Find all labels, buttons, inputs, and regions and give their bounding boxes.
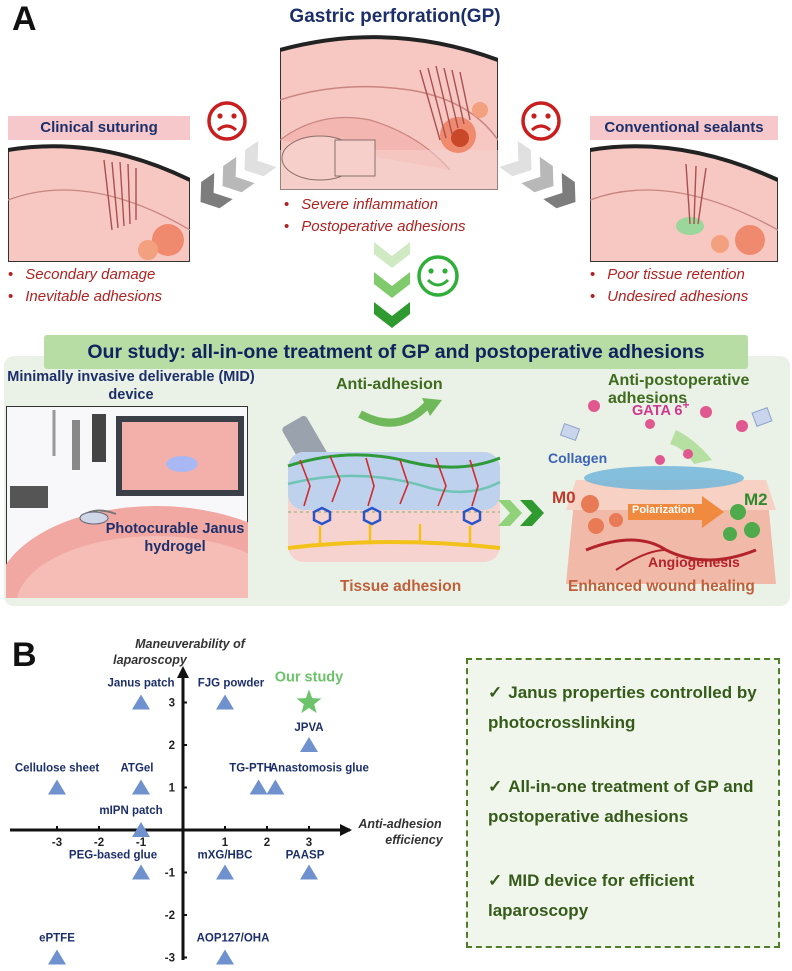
- sealant-bullets: Poor tissue retention Undesired adhesion…: [590, 264, 748, 308]
- data-point-marker: [132, 864, 150, 880]
- our-study-star-icon: [296, 689, 322, 713]
- gp-bullet: Postoperative adhesions: [284, 216, 465, 238]
- check-icon: ✓: [488, 871, 503, 890]
- scatter-chart: Maneuverability of laparoscopyAnti-adhesi…: [10, 637, 444, 965]
- gata-label: GATA 6+: [632, 398, 690, 419]
- data-point-marker: [300, 864, 318, 880]
- y-tick-label: 3: [169, 698, 175, 710]
- suturing-illustration: [8, 140, 190, 262]
- wound-healing-label: Enhanced wound healing: [568, 578, 755, 595]
- x-axis-title: Anti-adhesion: [357, 817, 442, 831]
- features-box: ✓Janus properties controlled by photocro…: [466, 658, 780, 948]
- data-point-label: PEG-based glue: [69, 850, 157, 862]
- x-tick-label: -1: [136, 837, 147, 849]
- panel-a-label: A: [12, 0, 37, 38]
- data-point-label: Janus patch: [107, 678, 174, 690]
- data-point-label: mIPN patch: [99, 805, 162, 817]
- gp-bullets: Severe inflammation Postoperative adhesi…: [284, 194, 466, 238]
- data-point-label: FJG powder: [198, 678, 265, 690]
- gata-text: GATA 6: [632, 402, 683, 419]
- data-point-label: JPVA: [294, 722, 323, 734]
- feature-item: ✓Janus properties controlled by photocro…: [488, 678, 768, 738]
- x-axis-arrow: [340, 824, 352, 836]
- data-point-label: AOP127/OHA: [197, 933, 270, 945]
- our-study-label: Our study: [275, 670, 343, 686]
- happy-face-icon: [417, 255, 459, 297]
- data-point-marker: [132, 694, 150, 710]
- conventional-sealants-title: Conventional sealants: [590, 116, 778, 140]
- angiogenesis-label: Angiogenesis: [648, 554, 740, 570]
- sad-face-icon: [521, 101, 561, 141]
- panel-b-label: B: [12, 636, 37, 674]
- x-tick-label: 2: [264, 837, 270, 849]
- tissue-adhesion-label: Tissue adhesion: [340, 578, 462, 595]
- suturing-bullet: Secondary damage: [8, 264, 162, 286]
- y-tick-label: 1: [169, 783, 176, 795]
- y-axis-arrow: [177, 666, 189, 678]
- data-point-marker: [216, 694, 234, 710]
- data-point-marker: [48, 949, 66, 965]
- gp-illustration: [280, 30, 498, 190]
- y-axis-title: Maneuverability of: [135, 637, 247, 651]
- y-tick-label: -1: [165, 868, 176, 880]
- collagen-label: Collagen: [548, 450, 608, 466]
- data-point-marker: [249, 779, 268, 795]
- feature-text: MID device for efficient laparoscopy: [488, 871, 695, 920]
- mid-device-title: Minimally invasive deliverable (MID) dev…: [7, 369, 255, 403]
- sealant-bullet: Poor tissue retention: [590, 264, 748, 286]
- feature-item: ✓All-in-one treatment of GP and postoper…: [488, 772, 768, 832]
- hydrogel-layer-diagram: [282, 398, 501, 562]
- clinical-suturing-title: Clinical suturing: [8, 116, 190, 140]
- data-point-label: Anastomosis glue: [270, 763, 369, 775]
- y-axis-title: laparoscopy: [113, 653, 188, 667]
- chevron-left-icon: [200, 140, 276, 209]
- gp-bullet: Severe inflammation: [284, 194, 466, 216]
- data-point-marker: [216, 949, 234, 965]
- data-point-label: Cellulose sheet: [15, 763, 100, 775]
- data-point-label: TG-PTH: [229, 763, 272, 775]
- m2-label: M2: [744, 490, 768, 509]
- feature-item: ✓MID device for efficient laparoscopy: [488, 866, 768, 926]
- x-tick-label: 3: [306, 837, 312, 849]
- data-point-marker: [132, 822, 150, 837]
- data-point-label: mXG/HBC: [198, 850, 253, 862]
- study-banner: Our study: all-in-one treatment of GP an…: [44, 335, 748, 369]
- sealant-bullet: Undesired adhesions: [590, 286, 748, 308]
- data-point-marker: [48, 779, 66, 795]
- x-tick-label: 1: [222, 837, 229, 849]
- feature-text: Janus properties controlled by photocros…: [488, 683, 757, 732]
- gp-title: Gastric perforation(GP): [289, 6, 501, 27]
- anti-postop-label: Anti-postoperative adhesions: [608, 372, 750, 407]
- chevron-right-icon: [498, 500, 544, 526]
- data-point-label: ePTFE: [39, 933, 75, 945]
- data-point-marker: [300, 737, 318, 752]
- data-point-marker: [266, 779, 285, 795]
- sad-face-icon: [207, 101, 247, 141]
- data-point-label: ATGel: [120, 763, 153, 775]
- data-point-marker: [132, 779, 150, 795]
- check-icon: ✓: [488, 683, 503, 702]
- feature-text: All-in-one treatment of GP and postopera…: [488, 777, 754, 826]
- x-axis-title: efficiency: [385, 833, 443, 847]
- chevron-down-icon: [374, 242, 410, 328]
- polarization-label: Polarization: [632, 504, 695, 516]
- m0-label: M0: [552, 488, 576, 507]
- data-point-label: PAASP: [286, 850, 325, 862]
- suturing-bullets: Secondary damage Inevitable adhesions: [8, 264, 162, 308]
- chevron-right-icon: [500, 140, 576, 209]
- check-icon: ✓: [488, 777, 503, 796]
- gata-superscript: +: [682, 398, 690, 412]
- mid-device-illustration: [6, 406, 248, 598]
- anti-adhesion-label: Anti-adhesion: [336, 376, 443, 393]
- y-tick-label: 2: [169, 740, 175, 752]
- data-point-marker: [216, 864, 234, 880]
- x-tick-label: -3: [52, 837, 62, 849]
- y-tick-label: -3: [165, 953, 175, 965]
- y-tick-label: -2: [165, 910, 175, 922]
- wound-healing-illustration: [559, 400, 776, 584]
- hydrogel-label: Photocurable Janus hydrogel: [105, 521, 245, 555]
- x-tick-label: -2: [94, 837, 104, 849]
- suturing-bullet: Inevitable adhesions: [8, 286, 162, 308]
- sealant-illustration: [590, 140, 778, 262]
